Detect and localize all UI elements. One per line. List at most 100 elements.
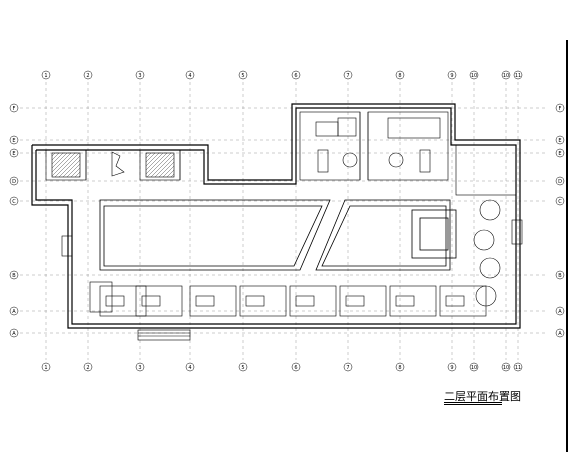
grid-right-6-label: A: [558, 309, 562, 315]
grid-left-3-label: D: [12, 179, 16, 185]
grid-top-3-bubble: [185, 70, 195, 80]
grid-left-5-bubble: [9, 270, 19, 280]
grid-bottom-11-label: 11: [515, 365, 521, 371]
grid-bottom-7-label: 8: [398, 365, 401, 371]
stairs: [89, 281, 191, 341]
grid-right-5-bubble: [555, 270, 565, 280]
grid-bottom-3-bubble: [185, 362, 195, 372]
grid-top-9-bubble: [469, 70, 479, 80]
title-underline: [444, 402, 502, 403]
grid-top-11-label: 11: [515, 73, 521, 79]
atrium: [99, 199, 457, 271]
grid-left-6-bubble: [9, 306, 19, 316]
grid-right-1-bubble: [555, 135, 565, 145]
office-room: [339, 285, 387, 317]
grid-top-10-label: 10: [503, 73, 509, 79]
grid-top-4-label: 5: [241, 73, 244, 79]
frame-border: [566, 40, 568, 452]
office-desk: [295, 295, 315, 307]
grid-right-7-bubble: [555, 328, 565, 338]
grid-top-8-label: 9: [450, 73, 453, 79]
office-desk: [445, 295, 465, 307]
grid-right-0-bubble: [555, 103, 565, 113]
grid-bottom-0-label: 1: [44, 365, 47, 371]
office-desk: [395, 295, 415, 307]
grid-bottom-9-bubble: [469, 362, 479, 372]
grid-right-4-label: C: [558, 199, 562, 205]
grid-right-3-bubble: [555, 176, 565, 186]
grid-top-6-bubble: [343, 70, 353, 80]
grid-bottom-6-label: 7: [346, 365, 349, 371]
grid-top-2-bubble: [135, 70, 145, 80]
grid-left-2-label: E: [12, 151, 15, 157]
office-desk: [105, 295, 125, 307]
grid-top-0-label: 1: [44, 73, 47, 79]
grid-left-0-bubble: [9, 103, 19, 113]
grid-top-3-label: 4: [188, 73, 191, 79]
grid-lines: [20, 82, 548, 360]
grid-top-9-label: 10: [471, 73, 477, 79]
grid-left-2-bubble: [9, 148, 19, 158]
grid-top-5-label: 6: [294, 73, 297, 79]
grid-right-1-label: E: [558, 138, 561, 144]
grid-right-2-label: E: [558, 151, 561, 157]
drawing-title: 二层平面布置图: [444, 390, 521, 403]
upper-rooms: [299, 111, 449, 181]
grid-left-6-label: A: [12, 309, 16, 315]
exterior-walls: [31, 103, 521, 329]
grid-bottom-1-bubble: [83, 362, 93, 372]
grid-bottom-11-bubble: [513, 362, 523, 372]
left-wing-rooms: [45, 149, 181, 181]
grid-bottom-3-label: 4: [188, 365, 191, 371]
grid-right-4-bubble: [555, 196, 565, 206]
office-desk: [195, 295, 215, 307]
office-room: [239, 285, 287, 317]
grid-bottom-7-bubble: [395, 362, 405, 372]
grid-bottom-5-bubble: [291, 362, 301, 372]
grid-top-7-label: 8: [398, 73, 401, 79]
office-desk: [345, 295, 365, 307]
office-room: [99, 285, 147, 317]
grid-bottom-1-label: 2: [86, 365, 89, 371]
grid-top-5-bubble: [291, 70, 301, 80]
grid-top-6-label: 7: [346, 73, 349, 79]
office-room: [135, 285, 183, 317]
grid-bottom-4-bubble: [238, 362, 248, 372]
grid-bottom-8-bubble: [447, 362, 457, 372]
office-desk: [245, 295, 265, 307]
office-room: [439, 285, 487, 317]
grid-bottom-2-bubble: [135, 362, 145, 372]
grid-left-3-bubble: [9, 176, 19, 186]
grid-axis-right: F E E D C B A A: [555, 103, 565, 338]
grid-left-5-label: B: [12, 273, 16, 279]
grid-top-8-bubble: [447, 70, 457, 80]
grid-bottom-9-label: 10: [471, 365, 477, 371]
office-room: [389, 285, 437, 317]
grid-left-7-bubble: [9, 328, 19, 338]
grid-bottom-10-bubble: [501, 362, 511, 372]
office-row: [99, 285, 487, 317]
grid-right-0-label: F: [559, 106, 562, 112]
grid-right-5-label: B: [558, 273, 562, 279]
grid-left-1-label: E: [12, 138, 15, 144]
grid-bottom-6-bubble: [343, 362, 353, 372]
grid-left-1-bubble: [9, 135, 19, 145]
title-underline-thin: [444, 404, 502, 405]
office-room: [189, 285, 237, 317]
grid-left-4-bubble: [9, 196, 19, 206]
grid-bottom-0-bubble: [41, 362, 51, 372]
grid-top-0-bubble: [41, 70, 51, 80]
grid-right-2-bubble: [555, 148, 565, 158]
grid-top-10-bubble: [501, 70, 511, 80]
grid-right-3-label: D: [558, 179, 562, 185]
grid-bottom-10-label: 10: [503, 365, 509, 371]
grid-left-7-label: A: [12, 331, 16, 337]
grid-right-7-label: A: [558, 331, 562, 337]
office-room: [289, 285, 337, 317]
grid-bottom-8-label: 9: [450, 365, 453, 371]
grid-right-6-bubble: [555, 306, 565, 316]
